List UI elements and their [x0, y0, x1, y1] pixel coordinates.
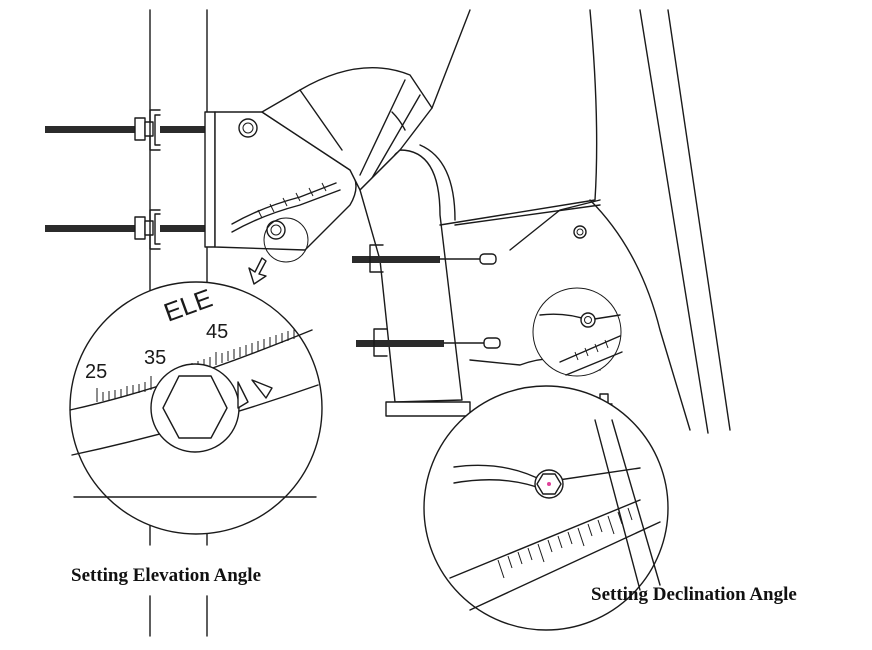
declination-callout-small [532, 287, 623, 377]
elevation-arrow [248, 257, 267, 285]
declination-caption: Setting Declination Angle [591, 584, 797, 605]
reflector-housing [431, 9, 731, 434]
declination-ruler [497, 507, 633, 579]
u-bolt-lower [45, 209, 208, 250]
tick-label-35: 35 [144, 347, 166, 369]
declination-pivot-dot [547, 482, 551, 486]
elevation-magnifier: ELE 25 35 45 [69, 281, 323, 535]
mount-bracket [204, 111, 357, 263]
elevation-caption: Setting Elevation Angle [71, 565, 262, 586]
tick-label-45: 45 [206, 321, 228, 343]
tick-label-25: 25 [85, 361, 107, 383]
support-tube [359, 144, 471, 417]
declination-magnifier [423, 385, 669, 631]
u-bolt-upper [45, 109, 208, 151]
declination-rods [352, 244, 501, 357]
